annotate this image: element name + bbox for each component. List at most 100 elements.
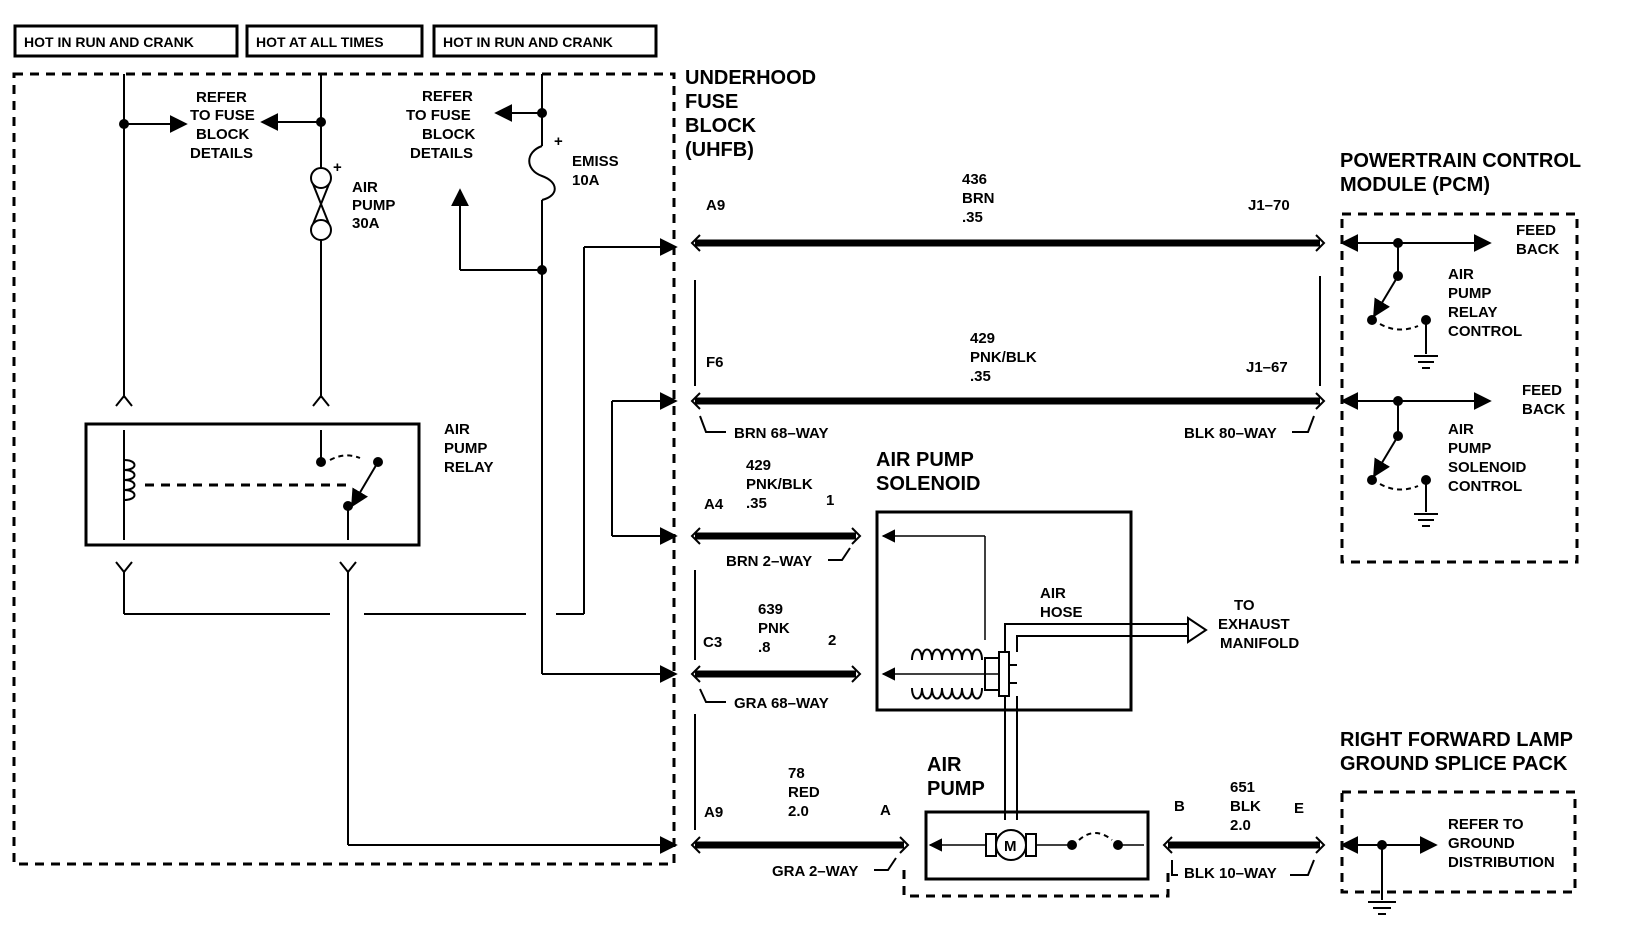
relay-label: PUMP: [444, 440, 487, 457]
circuit-639: C3 639 PNK .8 2 GRA 68–WAY: [690, 601, 862, 712]
emiss-fuse-rating: 10A: [572, 172, 600, 189]
refer-text: TO FUSE: [190, 107, 255, 124]
refer-fuse-details-left: REFER TO FUSE BLOCK DETAILS: [190, 89, 255, 162]
pump-title: PUMP: [927, 778, 985, 800]
pin-label: F6: [706, 354, 724, 371]
pump-title: AIR: [927, 754, 962, 776]
refer-text: BLOCK: [196, 126, 249, 143]
emiss-fuse-circuit: [451, 74, 678, 683]
emiss-fuse-name: EMISS: [572, 153, 619, 170]
air-hose: [1004, 623, 1188, 652]
refer-text: DETAILS: [190, 145, 253, 162]
pin-label: E: [1294, 800, 1304, 817]
pcm-title: MODULE (PCM): [1340, 174, 1490, 196]
uhfb-title-line: FUSE: [685, 91, 738, 113]
solenoid-coil-icon: [911, 648, 983, 700]
wire-gauge: 2.0: [788, 803, 809, 820]
refer-text: REFER: [422, 88, 473, 105]
pin-label: A: [880, 802, 891, 819]
pin-label: A9: [704, 804, 723, 821]
wire-color: PNK/BLK: [746, 476, 813, 493]
pin-label: C3: [703, 634, 722, 651]
feedback-label: BACK: [1522, 401, 1565, 418]
pin-label: B: [1174, 798, 1185, 815]
wire-gauge: .8: [758, 639, 771, 656]
motor-symbol: M: [1004, 838, 1017, 855]
air-pump-solenoid: AIR PUMP SOLENOID AIR HOSE: [875, 449, 1208, 820]
wire-number: 651: [1230, 779, 1255, 796]
relay-control-label: RELAY: [1448, 304, 1497, 321]
wire-number: 639: [758, 601, 783, 618]
pcm-module: POWERTRAIN CONTROL MODULE (PCM): [1340, 150, 1581, 564]
pump-air-line: [1004, 696, 1018, 820]
relay-switch-arm: [351, 461, 379, 508]
emiss-fuse-symbol: [528, 145, 556, 201]
uhfb-title-line: BLOCK: [685, 115, 757, 137]
wire-color: RED: [788, 784, 820, 801]
solenoid-title: AIR PUMP: [876, 449, 974, 471]
ground-icon: [1414, 513, 1438, 527]
circuit-429-solenoid: A4 429 PNK/BLK .35 1 BRN 2–WAY: [690, 457, 862, 570]
ground-refer-label: REFER TO: [1448, 816, 1524, 833]
refer-text: DETAILS: [410, 145, 473, 162]
pin-label: J1–67: [1246, 359, 1288, 376]
header-run-crank-left: HOT IN RUN AND CRANK: [24, 34, 194, 50]
wire-gauge: 2.0: [1230, 817, 1251, 834]
circuit-429-pcm: F6 429 PNK/BLK .35 J1–67 BRN 68–WAY BLK …: [690, 330, 1326, 442]
uhfb-enclosure: [12, 72, 676, 866]
header-box-run-crank-right: [432, 24, 658, 58]
solenoid-control-label: CONTROL: [1448, 478, 1522, 495]
solenoid-control-label: SOLENOID: [1448, 459, 1527, 476]
relay-control-label: AIR: [1448, 266, 1474, 283]
air-pump-fuse-circuit: [260, 74, 332, 407]
exhaust-label: MANIFOLD: [1220, 635, 1299, 652]
relay-control-label: CONTROL: [1448, 323, 1522, 340]
wire-color: PNK: [758, 620, 790, 637]
pin-label: A9: [706, 197, 725, 214]
connector-label: BRN 68–WAY: [734, 425, 828, 442]
wire-gauge: .35: [962, 209, 983, 226]
pin-label: 2: [828, 632, 836, 649]
exhaust-label: EXHAUST: [1218, 616, 1290, 633]
circuit-436: A9 436 BRN .35 J1–70: [690, 171, 1326, 252]
pin-label: J1–70: [1248, 197, 1290, 214]
wire-number: 429: [970, 330, 995, 347]
pcm-title: POWERTRAIN CONTROL: [1340, 150, 1581, 172]
air-pump: AIR PUMP M: [902, 754, 1170, 898]
air-hose-label: AIR: [1040, 585, 1066, 602]
relay-feed-circuit: [115, 74, 188, 407]
wire-number: 78: [788, 765, 805, 782]
air-pump-relay: [84, 422, 421, 547]
ground-icon: [1414, 355, 1438, 369]
air-pump-fuse-name: PUMP: [352, 197, 395, 214]
wire-number: 429: [746, 457, 771, 474]
feedback-label: BACK: [1516, 241, 1559, 258]
header-hot-all-times: HOT AT ALL TIMES: [256, 34, 384, 50]
air-pump-fuse-rating: 30A: [352, 215, 380, 232]
uhfb-title-line: (UHFB): [685, 139, 754, 161]
header-box-run-crank-left: [13, 24, 239, 58]
header-box-hot-all-times: [245, 24, 424, 58]
wire-gauge: .35: [746, 495, 767, 512]
solenoid-control-label: PUMP: [1448, 440, 1491, 457]
relay-output-wiring: [115, 238, 678, 854]
refer-text: BLOCK: [422, 126, 475, 143]
air-pump-fuse-name: AIR: [352, 179, 378, 196]
pin-label: 1: [826, 492, 834, 509]
solenoid-control-label: AIR: [1448, 421, 1474, 438]
ground-icon: [1368, 901, 1396, 915]
ground-splice-pack: RIGHT FORWARD LAMP GROUND SPLICE PACK RE…: [1340, 729, 1577, 915]
circuit-651: B 651 BLK 2.0 E BLK 10–WAY: [1162, 779, 1326, 882]
refer-text: REFER: [196, 89, 247, 106]
wire-color: BRN: [962, 190, 995, 207]
refer-fuse-details-right: REFER TO FUSE BLOCK DETAILS: [406, 88, 475, 162]
uhfb-title-line: UNDERHOOD: [685, 67, 816, 89]
air-pump-fuse-symbol: [310, 167, 332, 241]
power-source-headers: HOT IN RUN AND CRANK HOT AT ALL TIMES HO…: [13, 24, 658, 58]
air-pump-fuse-polarity: +: [333, 159, 342, 176]
connector-label: GRA 2–WAY: [772, 863, 858, 880]
air-hose-label: HOSE: [1040, 604, 1083, 621]
ground-title: RIGHT FORWARD LAMP: [1340, 729, 1573, 751]
pin-label: A4: [704, 496, 724, 513]
